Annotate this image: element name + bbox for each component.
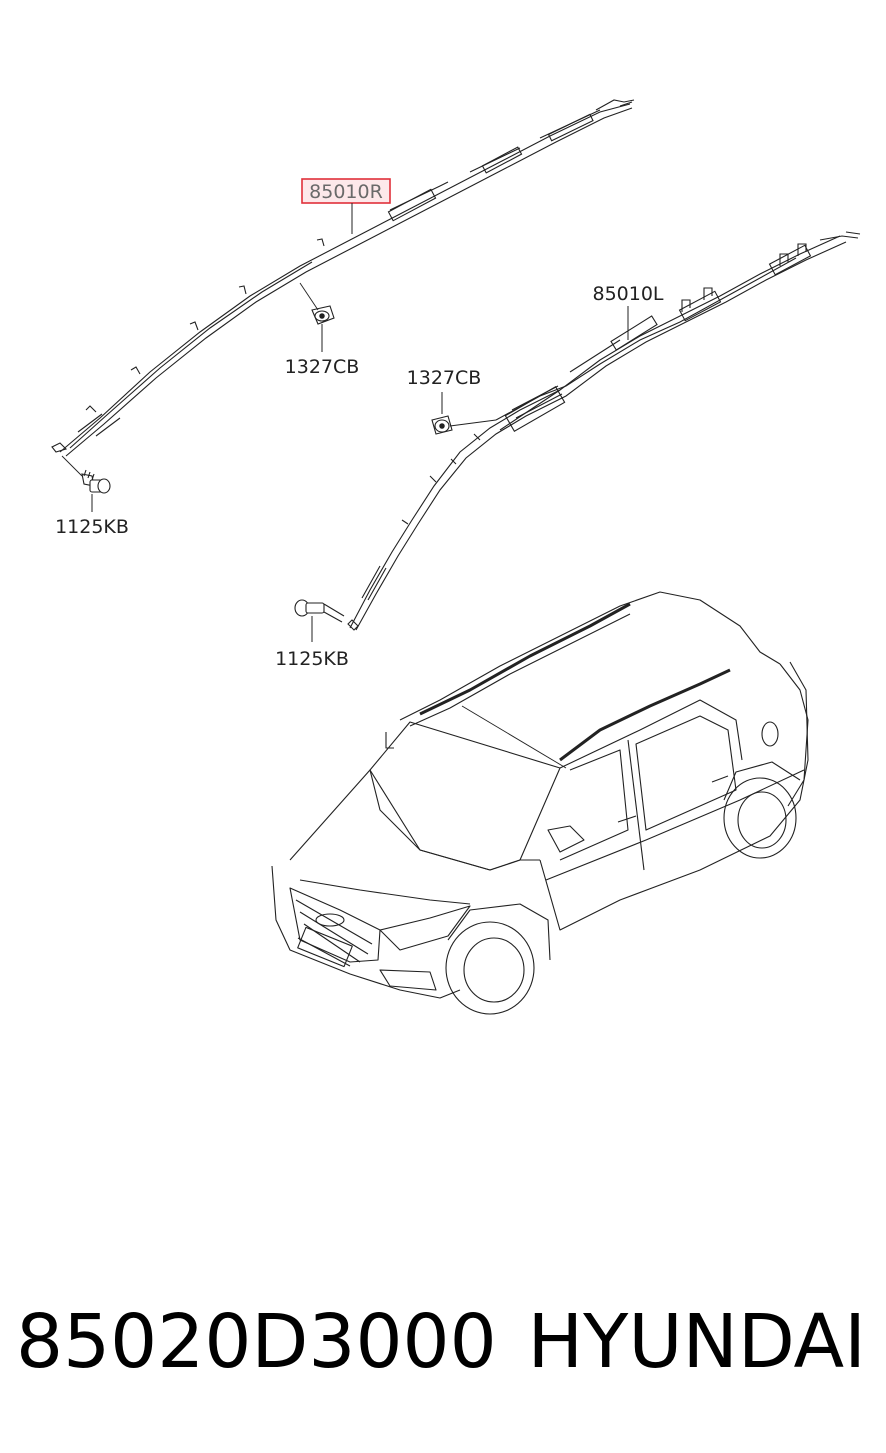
callout-85010r-label[interactable]: 85010R	[309, 181, 383, 203]
part-number-text: 85020D3000	[16, 1299, 497, 1385]
flange-bolt-icon-upper[interactable]	[81, 469, 111, 494]
leader-line-to-vehicle	[461, 705, 567, 769]
brand-text: HYUNDAI	[527, 1299, 867, 1385]
leader-line-clip-lower	[449, 419, 497, 427]
suv-vehicle-icon	[271, 591, 809, 1015]
callout-85010l-label[interactable]: 85010L	[592, 283, 663, 305]
callout-highlight-box	[301, 178, 391, 204]
callout-1125kb-lower-label[interactable]: 1125KB	[275, 648, 349, 670]
clip-nut-icon-lower[interactable]	[431, 415, 453, 435]
callout-1327cb-upper-label[interactable]: 1327CB	[285, 356, 360, 378]
curtain-airbag-left[interactable]	[347, 231, 861, 631]
leader-line-bolt-upper-attach	[61, 455, 83, 477]
callout-1125kb-upper-label[interactable]: 1125KB	[55, 516, 129, 538]
clip-nut-icon-upper[interactable]	[311, 305, 335, 325]
flange-bolt-icon-lower[interactable]	[294, 599, 345, 623]
leader-line-clip-upper	[299, 282, 319, 311]
curtain-airbag-right[interactable]	[51, 99, 635, 457]
callout-1327cb-lower-label[interactable]: 1327CB	[407, 367, 482, 389]
